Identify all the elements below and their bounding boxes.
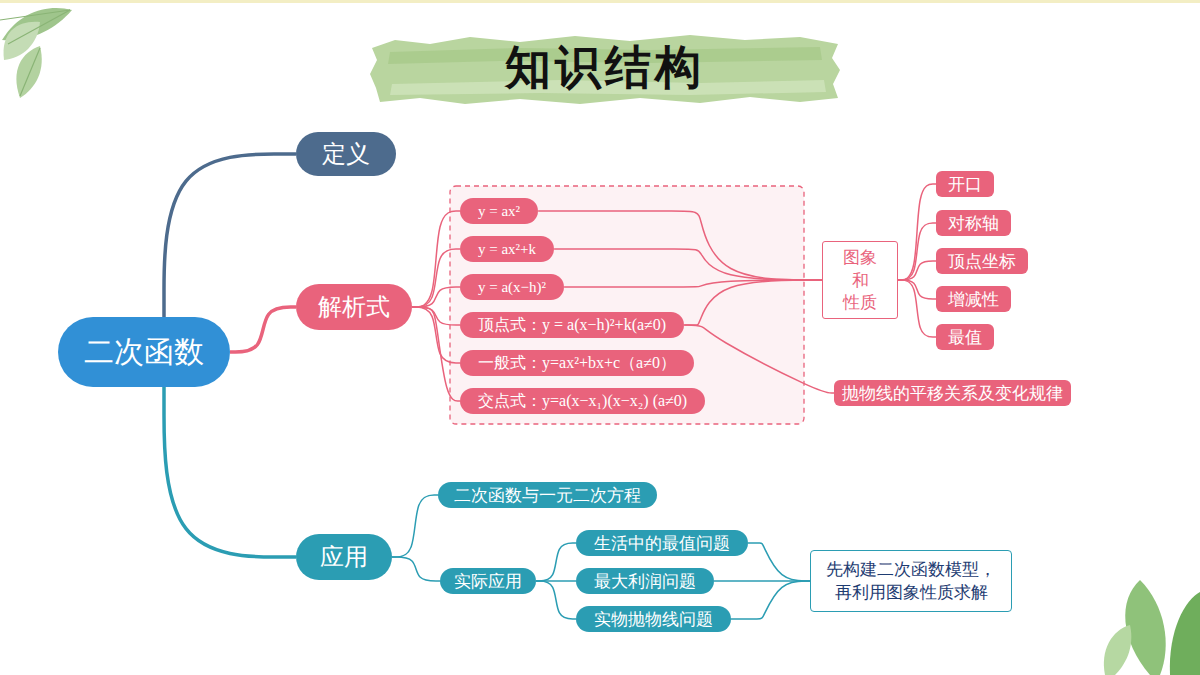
topic-pill: 最大利润问题 (576, 568, 714, 594)
connector (898, 223, 936, 280)
property-box: 开口 (936, 171, 994, 197)
topic-pill: 实物抛物线问题 (576, 606, 731, 632)
property-box: 增减性 (936, 286, 1011, 312)
node-text: 交点式：y=a(x−x₁)(x−x₂) (a≠0) (478, 391, 687, 410)
connector (684, 325, 834, 393)
connector (684, 280, 822, 325)
connector (412, 307, 460, 363)
topic-pill: 实际应用 (440, 568, 536, 594)
leaf-decoration (0, 8, 72, 98)
node-text: 一般式：y=ax²+bx+c（a≠0） (478, 353, 676, 372)
branch-node: 解析式 (296, 284, 412, 330)
node-text: y = a(x−h)² (478, 278, 546, 296)
leaf (1104, 625, 1131, 675)
topic-pill: 生活中的最值问题 (576, 530, 748, 556)
property-hub: 图象 和 性质 (822, 241, 898, 319)
property-box: 对称轴 (936, 210, 1011, 236)
branch-node: 定义 (296, 132, 396, 176)
note-box: 抛物线的平移关系及变化规律 (834, 380, 1071, 406)
connector (898, 261, 936, 280)
connector (731, 581, 810, 619)
node-text: 增减性 (948, 289, 999, 309)
connector (898, 184, 936, 280)
connector (392, 495, 438, 557)
connector (538, 211, 822, 280)
leaf (1125, 580, 1165, 675)
node-text: 最值 (948, 327, 982, 347)
node-text: 二次函数 (84, 334, 204, 370)
connector (164, 154, 296, 317)
node-text: y = ax² (478, 202, 520, 220)
connector (536, 581, 576, 619)
connector (230, 307, 296, 352)
node-text: 开口 (948, 174, 982, 194)
title-box: 知识结构 (375, 36, 835, 100)
formula-pill: y = ax² (460, 198, 538, 224)
formula-pill: 顶点式：y = a(x−h)²+k(a≠0) (460, 312, 684, 338)
leaf (1170, 592, 1200, 675)
node-text: 最大利润问题 (594, 571, 696, 591)
formula-pill: y = ax²+k (460, 236, 554, 262)
connector (412, 249, 460, 307)
brush-band (370, 35, 840, 104)
title-text: 知识结构 (505, 37, 705, 99)
leaf-decoration (1104, 580, 1200, 675)
property-box: 顶点坐标 (936, 248, 1028, 274)
node-text: 先构建二次函数模型， 再利用图象性质求解 (821, 558, 1001, 604)
connector (164, 387, 296, 557)
node-text: 顶点坐标 (948, 251, 1016, 271)
branch-node: 应用 (296, 534, 392, 580)
connector (412, 307, 460, 401)
connector (412, 287, 460, 307)
connector (392, 557, 440, 581)
connector (898, 280, 936, 337)
node-text: 抛物线的平移关系及变化规律 (842, 383, 1063, 403)
formula-pill: 交点式：y=a(x−x₁)(x−x₂) (a≠0) (460, 388, 705, 414)
connector (536, 543, 576, 581)
formula-pill: 一般式：y=ax²+bx+c（a≠0） (460, 350, 694, 376)
topic-pill: 二次函数与一元二次方程 (438, 482, 657, 508)
node-text: 生活中的最值问题 (594, 533, 730, 553)
connector (898, 280, 936, 299)
node-text: 实际应用 (454, 571, 522, 591)
node-text: 对称轴 (948, 213, 999, 233)
method-note: 先构建二次函数模型， 再利用图象性质求解 (810, 550, 1012, 612)
connector (748, 543, 810, 581)
node-text: y = ax²+k (478, 240, 536, 258)
leaf-vein (0, 10, 70, 96)
node-text: 图象 和 性质 (842, 246, 878, 315)
connector (412, 211, 460, 307)
node-text: 实物抛物线问题 (594, 609, 713, 629)
connector (554, 249, 822, 280)
top-strip (0, 0, 1200, 3)
node-text: 顶点式：y = a(x−h)²+k(a≠0) (478, 315, 666, 334)
property-box: 最值 (936, 324, 994, 350)
root-node: 二次函数 (58, 317, 230, 387)
formula-pill: y = a(x−h)² (460, 274, 564, 300)
node-text: 解析式 (318, 293, 390, 322)
node-text: 二次函数与一元二次方程 (454, 485, 641, 505)
node-text: 应用 (320, 543, 368, 572)
dashed-frame (450, 186, 804, 424)
node-text: 定义 (322, 140, 370, 169)
